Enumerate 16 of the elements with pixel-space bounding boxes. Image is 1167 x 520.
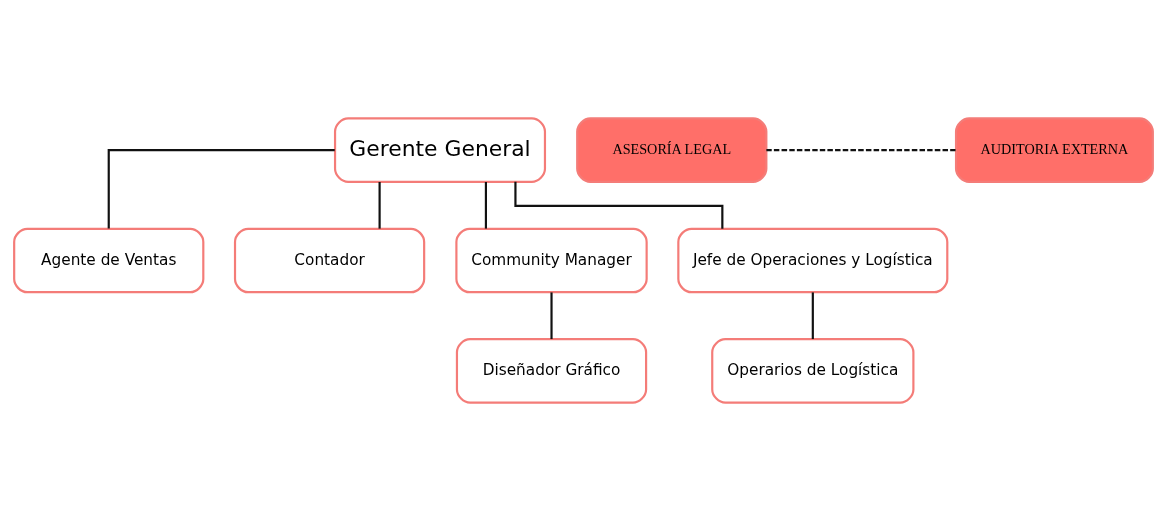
node-box: Operarios de Logística <box>711 337 915 404</box>
connector <box>766 148 956 151</box>
node-box: ASESORÍA LEGAL <box>576 116 768 183</box>
connector <box>378 181 381 229</box>
node-box: Contador <box>233 227 426 293</box>
node-box: Gerente General <box>333 116 547 183</box>
node-box: Agente de Ventas <box>13 227 205 293</box>
node-box: Community Manager <box>455 227 648 293</box>
connector <box>550 291 553 339</box>
connector <box>107 148 335 229</box>
connector <box>484 181 487 229</box>
connector <box>811 291 814 339</box>
connector <box>514 181 724 229</box>
node-box: Jefe de Operaciones y Logística <box>677 227 949 293</box>
node-box: AUDITORIA EXTERNA <box>954 116 1154 183</box>
node-box: Diseñador Gráfico <box>455 337 648 404</box>
